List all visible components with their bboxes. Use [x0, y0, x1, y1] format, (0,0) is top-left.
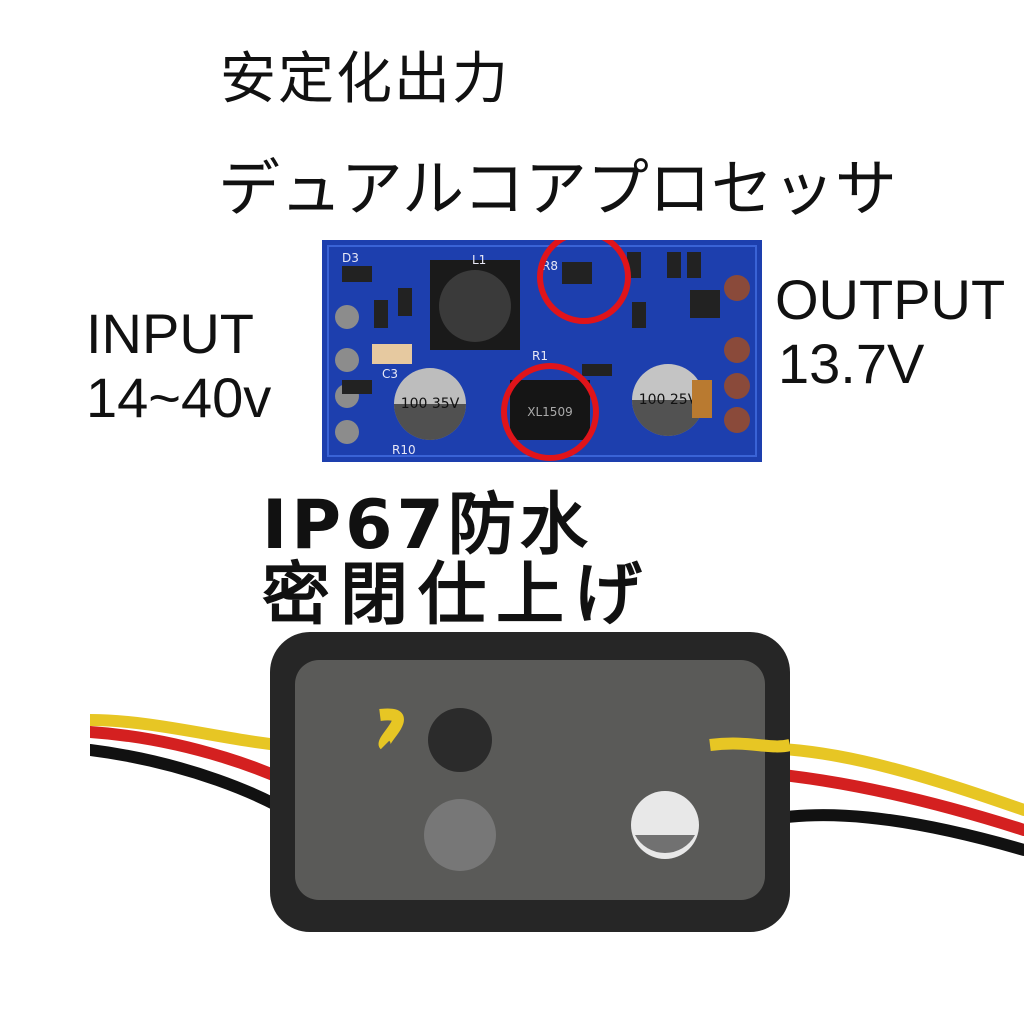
input-range: 14~40v [86, 366, 272, 429]
enclosure-potting [295, 660, 765, 900]
sealed-enclosure-image [90, 632, 1024, 932]
potted-inductor [428, 708, 492, 772]
svg-text:L1: L1 [472, 253, 486, 267]
highlight-circle-processor-1 [537, 240, 631, 324]
input-label: INPUT [86, 302, 254, 365]
headline-dual-core-processor: デュアルコアプロセッサ [218, 152, 897, 225]
svg-text:R10: R10 [392, 443, 416, 457]
smd-resistor [372, 344, 412, 364]
xl1509-chip: XL1509 [510, 380, 590, 440]
output-voltage: 13.7V [778, 332, 925, 395]
headline-stabilized-output: 安定化出力 [220, 47, 510, 112]
output-label: OUTPUT [775, 268, 1006, 331]
svg-text:R8: R8 [542, 259, 558, 273]
cap1-marking: 100 35V [401, 396, 460, 412]
cap2-marking: 100 25V [639, 392, 698, 408]
svg-text:C3: C3 [382, 367, 398, 381]
chip-marking: XL1509 [527, 405, 572, 419]
highlight-circle-processor-2 [501, 363, 599, 461]
waterproof-rating: IP67防水 [262, 486, 592, 565]
svg-text:R1: R1 [532, 349, 548, 363]
output-pads [724, 275, 750, 433]
capacitor-right: 100 25V [632, 364, 704, 436]
capacitor-left: 100 35V [394, 368, 466, 440]
svg-text:D3: D3 [342, 251, 359, 265]
potted-component [424, 799, 496, 871]
sealed-finish: 密閉仕上げ [262, 556, 653, 635]
